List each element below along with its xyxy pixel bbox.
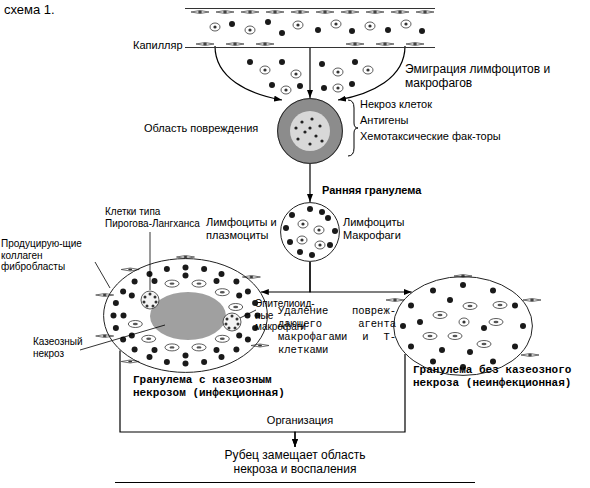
process-note: Эмиграция лимфоцитов и макрофагов <box>405 62 585 91</box>
connector-arrow <box>261 262 310 292</box>
part-label: Клетки типа Пирогова-Лангханса <box>105 206 200 229</box>
leader-lines <box>80 232 256 350</box>
part-label: Антигены <box>360 114 520 127</box>
damage-area: Область поврежденияНекроз клетокАнтигены… <box>277 98 343 164</box>
bracket <box>348 100 358 156</box>
connector-arrow <box>309 48 310 98</box>
part-label: Хемотаксические фак-торы <box>360 130 560 143</box>
caseous-granuloma: Гранулема с казеозным некрозом (инфекцио… <box>103 258 268 373</box>
node-label: Гранулема с казеозным некрозом (инфекцио… <box>133 374 303 400</box>
connector-arrow <box>309 164 310 202</box>
part-label: Лимфоциты и плазмоциты <box>206 216 278 242</box>
part-label: Некроз клеток <box>360 98 520 111</box>
node-label: Рубец замещает область некроза и воспале… <box>220 448 370 477</box>
damage-area-fill <box>277 98 343 164</box>
part-label: Продуцирую-щие коллаген фибробласты <box>1 238 93 273</box>
diagram-title: схема 1. <box>4 2 55 18</box>
noncaseous-granuloma: Гранулема без казеозного некроза (неинфе… <box>393 276 533 376</box>
caseous-granuloma-cells <box>96 256 269 374</box>
process-note: Удаление повреж-дающего агента макрофага… <box>278 305 396 358</box>
node-outline <box>103 258 268 373</box>
capillary: Капилляр <box>185 8 435 48</box>
node-label: Гранулема без казеозного некроза (неинфе… <box>413 364 583 390</box>
capillary-cells <box>191 11 434 46</box>
node-label: Капилляр <box>133 39 193 52</box>
early-granuloma-cells <box>280 202 340 262</box>
noncaseous-granuloma-cells <box>386 275 541 377</box>
part-label: Казеозный некроз <box>33 336 93 359</box>
emigration-arrow <box>338 46 405 100</box>
node-outline <box>280 202 340 262</box>
early-granuloma: Ранняя гранулемаЛимфоциты и плазмоцитыЛи… <box>280 202 340 262</box>
connector-arrow <box>295 354 405 447</box>
node-outline <box>393 276 533 376</box>
process-note: Организация <box>250 414 350 427</box>
node-label: Область повреждения <box>144 122 269 135</box>
node-label: Ранняя гранулема <box>322 184 452 197</box>
scar-box: Рубец замещает область некроза и воспале… <box>115 447 475 483</box>
part-label: Лимфоциты Макрофаги <box>343 216 413 242</box>
emigrating-cells <box>247 59 373 94</box>
emigration-arrow <box>215 46 282 100</box>
node-outline <box>277 98 343 164</box>
connector-arrow <box>310 262 412 292</box>
